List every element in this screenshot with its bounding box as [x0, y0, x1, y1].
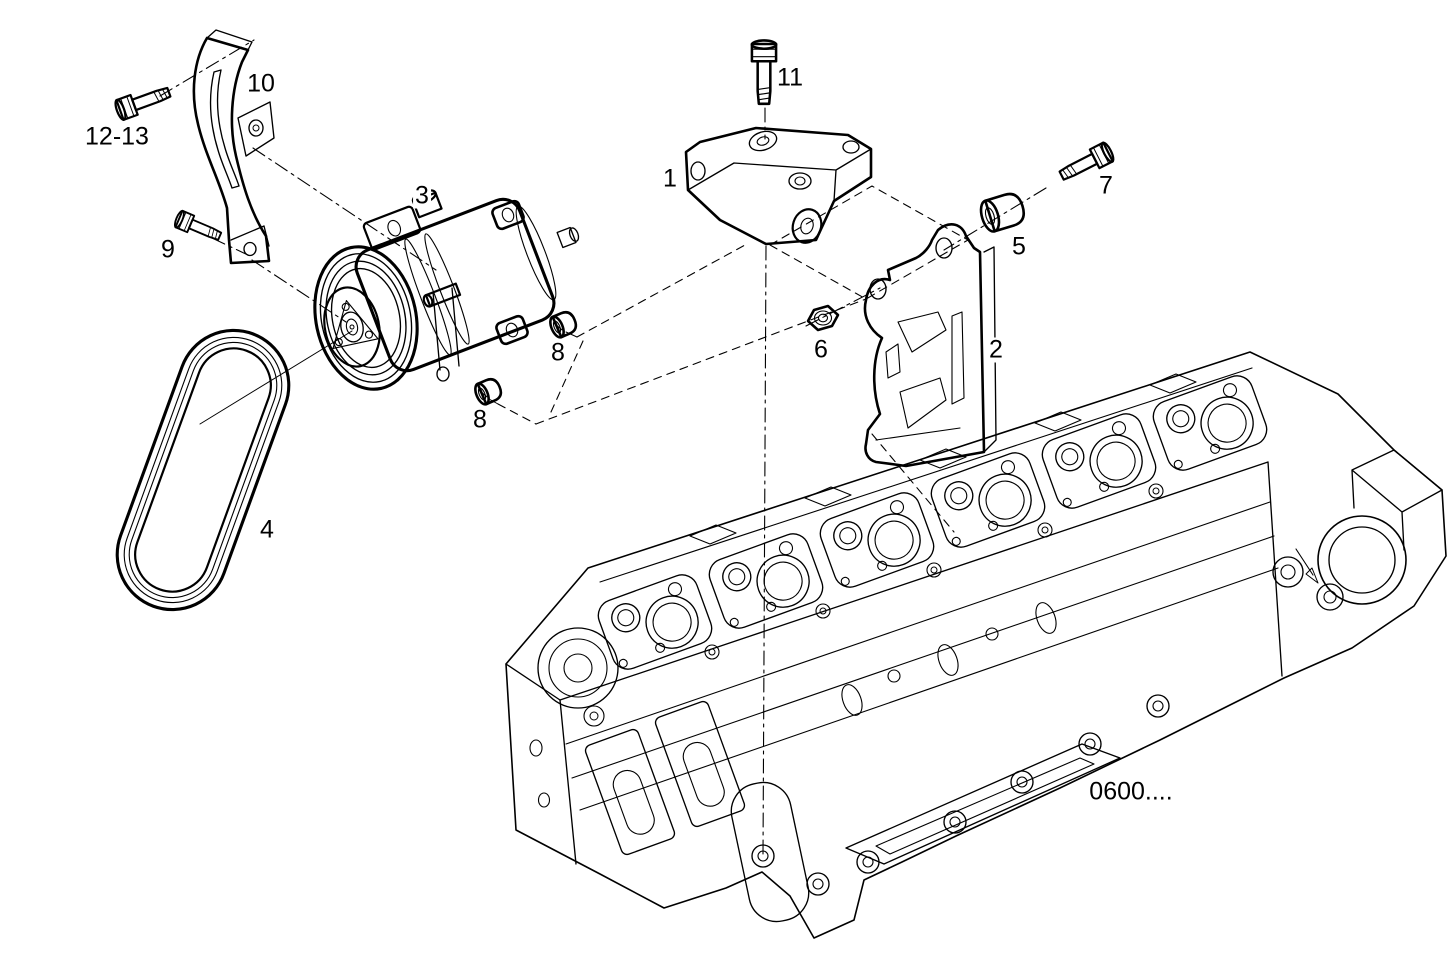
part-label-11: 11 — [775, 63, 805, 92]
cap-8-upper-drawing — [546, 308, 581, 341]
compressor-drawing — [313, 189, 580, 391]
part-label-2: 2 — [987, 335, 1005, 364]
belt-leader-line — [199, 330, 353, 425]
bushing-5-drawing — [979, 192, 1026, 233]
part-label-5: 5 — [1010, 232, 1028, 261]
bolt-12-13-drawing — [112, 81, 174, 123]
part-label-8-lower: 8 — [471, 405, 489, 434]
pointer-arrow — [1305, 567, 1319, 584]
part-label-6: 6 — [812, 335, 830, 364]
part-label-3: 3 — [413, 181, 431, 210]
part-label-10: 10 — [245, 69, 277, 98]
part-label-4: 4 — [258, 515, 276, 544]
assembly-centerlines — [159, 39, 1047, 856]
cap-8-lower-drawing — [471, 375, 506, 408]
nut-6-drawing — [806, 304, 840, 332]
part-label-9: 9 — [159, 235, 177, 264]
bolt-11-drawing — [750, 39, 778, 106]
part-label-12-13: 12-13 — [83, 122, 151, 151]
lower-support-bracket-drawing — [863, 223, 997, 468]
part-label-8-upper: 8 — [549, 338, 567, 367]
reference-code-label: 0600.... — [1087, 777, 1175, 806]
part-label-7: 7 — [1097, 171, 1115, 200]
cylinder-head-drawing — [505, 351, 1447, 939]
part-label-1: 1 — [661, 164, 679, 193]
tensioner-bracket-drawing — [192, 29, 275, 265]
drive-belt-drawing — [115, 328, 291, 612]
upper-support-bracket-drawing — [684, 126, 873, 246]
